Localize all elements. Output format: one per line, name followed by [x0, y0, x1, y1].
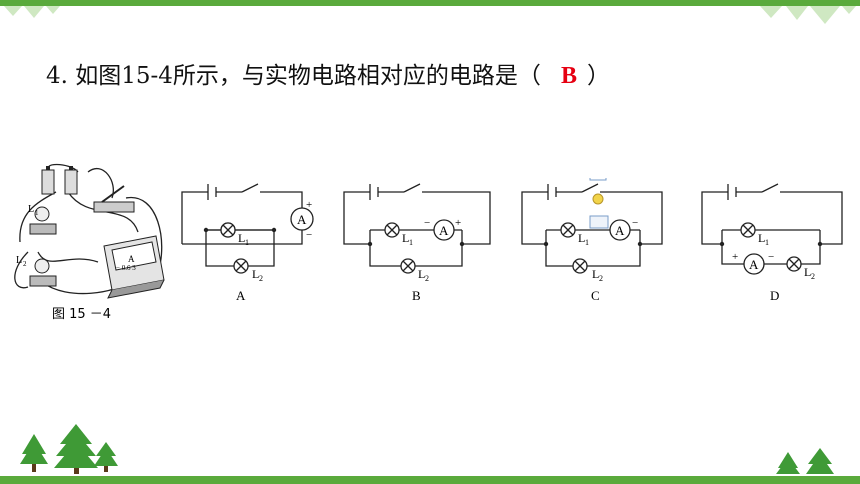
- image-text-icon[interactable]: [589, 215, 609, 229]
- lamp-a-l2: L: [252, 267, 259, 281]
- real-l2-label: L: [16, 255, 22, 266]
- lamp-a-l1-sub: 1: [245, 238, 249, 247]
- minus-a: −: [306, 229, 312, 241]
- ammeter-c-label: A: [615, 223, 625, 238]
- top-accent-bar: [0, 0, 860, 6]
- bottom-accent-bar: [0, 476, 860, 484]
- frame-icon[interactable]: [589, 178, 607, 181]
- ammeter-d-label: A: [749, 257, 759, 272]
- lamp-d-l1: L: [758, 231, 765, 245]
- circuit-b: A − + L 1 L 2 B: [343, 183, 491, 303]
- lamp-b-l1: L: [402, 231, 409, 245]
- lamp-c-l2-sub: 2: [599, 274, 603, 283]
- real-l1-label: L: [28, 204, 34, 215]
- real-meter-scale: − 0.6 3: [116, 264, 136, 272]
- plus-b: +: [455, 217, 461, 229]
- plus-a: +: [306, 199, 312, 211]
- lamp-c-l1: L: [578, 231, 585, 245]
- top-right-decoration: [760, 6, 856, 24]
- minus-d: −: [768, 251, 774, 263]
- lightbulb-icon[interactable]: [592, 193, 604, 205]
- question-text: 如图15-4所示，与实物电路相对应的电路是（: [75, 63, 541, 89]
- option-c-label: C: [591, 288, 600, 303]
- plus-d: +: [732, 251, 738, 263]
- ammeter-b-label: A: [439, 223, 449, 238]
- lamp-a-l2-sub: 2: [259, 274, 263, 283]
- lamp-b-l2-sub: 2: [425, 274, 429, 283]
- circuit-a: A + − L 1 L 2 A: [181, 183, 314, 303]
- real-l2-sub: 2: [23, 260, 27, 268]
- lamp-d-l2-sub: 2: [811, 272, 815, 281]
- question-line: 4. 如图15-4所示，与实物电路相对应的电路是（ B ）: [46, 56, 610, 90]
- ammeter-a-label: A: [297, 212, 307, 227]
- lamp-b-l2: L: [418, 267, 425, 281]
- circuit-d: A + − L 1 L 2 D: [701, 183, 843, 303]
- figure-caption: 图 15 －4: [52, 307, 111, 322]
- circuit-c: A + − L 1 L 2 C: [521, 178, 663, 303]
- real-meter-label: A: [128, 254, 135, 264]
- answer-text: B: [560, 63, 577, 89]
- option-a-label: A: [236, 288, 246, 303]
- bottom-right-trees: [776, 448, 834, 474]
- real-l1-sub: 1: [35, 209, 39, 217]
- lamp-a-l1: L: [238, 231, 245, 245]
- real-circuit-figure: L 1 L 2 A − 0.6 3 图 15 －4: [14, 163, 165, 322]
- option-b-label: B: [412, 288, 421, 303]
- minus-c: −: [632, 217, 638, 229]
- bottom-left-trees: [20, 424, 118, 474]
- lamp-d-l1-sub: 1: [765, 238, 769, 247]
- floating-toolbar[interactable]: [589, 178, 609, 229]
- lamp-c-l1-sub: 1: [585, 238, 589, 247]
- question-number: 4.: [46, 63, 68, 89]
- lamp-d-l2: L: [804, 265, 811, 279]
- top-left-decoration: [4, 6, 60, 18]
- option-d-label: D: [770, 288, 779, 303]
- lamp-c-l2: L: [592, 267, 599, 281]
- minus-b: −: [424, 217, 430, 229]
- question-close: ）: [586, 63, 610, 89]
- lamp-b-l1-sub: 1: [409, 238, 413, 247]
